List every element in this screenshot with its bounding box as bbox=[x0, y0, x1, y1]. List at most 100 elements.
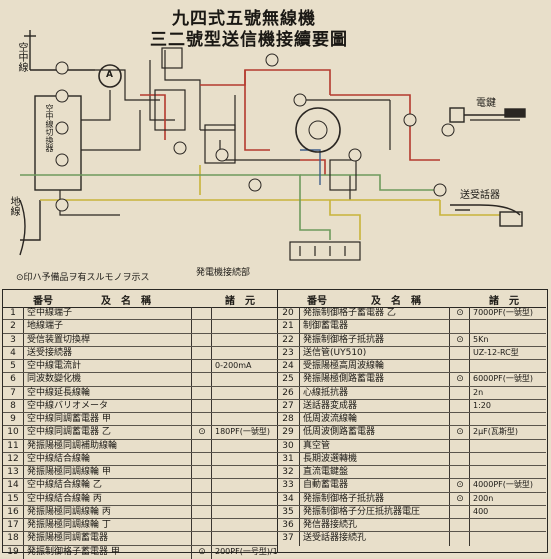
row-spare-mark bbox=[449, 466, 470, 479]
antenna-switch-box bbox=[34, 95, 82, 191]
row-spec: 2n bbox=[469, 386, 547, 399]
row-spec bbox=[469, 532, 547, 546]
row-spec: 6000PF(一號型) bbox=[469, 373, 547, 386]
row-spec: UZ-12-RC型 bbox=[469, 346, 547, 359]
row-name: 空中線結合線輪 丙 bbox=[27, 493, 102, 504]
row-name: 空中線同調蓄電器 甲 bbox=[27, 414, 111, 424]
row-spare-mark: ⊙ bbox=[191, 545, 212, 559]
row-number: 37 bbox=[277, 532, 300, 546]
row-spec bbox=[211, 505, 278, 518]
row-name: 発振制御格子蓄電器 乙 bbox=[303, 308, 396, 318]
row-spare-mark: ⊙ bbox=[449, 307, 470, 320]
row-spec bbox=[469, 360, 547, 373]
row-number: 34 bbox=[277, 492, 300, 505]
spare-parts-legend: ⊙印ハ予備品ヲ有スルモノヲ示ス bbox=[16, 273, 150, 283]
row-spec bbox=[211, 399, 278, 412]
terminal-markers bbox=[55, 53, 455, 212]
row-name: 心線抵抗器 bbox=[303, 387, 349, 398]
row-number: 16 bbox=[3, 505, 24, 518]
row-spare-mark bbox=[449, 519, 470, 532]
key-symbol bbox=[449, 107, 526, 123]
row-spare-mark: ⊙ bbox=[191, 426, 212, 439]
title-line-2: 三二號型送信機接續要圖 bbox=[150, 30, 348, 50]
row-name: 発振陽極同調線輪 丙 bbox=[27, 506, 111, 517]
row-name: 発振陽極同調補助線輪 bbox=[27, 440, 118, 451]
row-number: 13 bbox=[3, 466, 24, 479]
row-name: 真空管 bbox=[303, 440, 331, 451]
row-spec bbox=[211, 307, 278, 320]
row-name: 空中線結合線輪 bbox=[27, 453, 91, 464]
row-name: 発信器接続孔 bbox=[303, 520, 358, 530]
row-number: 7 bbox=[3, 386, 24, 399]
row-number: 27 bbox=[277, 399, 300, 412]
row-spare-mark bbox=[449, 439, 470, 452]
header-number: 番号 bbox=[33, 296, 53, 307]
row-spare-mark bbox=[191, 532, 212, 545]
row-spare-mark bbox=[191, 452, 212, 465]
header-name: 及 名 稱 bbox=[371, 296, 421, 307]
ammeter-label: A bbox=[106, 70, 113, 80]
row-number: 4 bbox=[3, 346, 24, 359]
row-spec bbox=[469, 320, 547, 333]
row-number: 5 bbox=[3, 360, 24, 373]
row-spare-mark bbox=[449, 386, 470, 399]
row-spec bbox=[469, 413, 547, 426]
row-name: 送受接続器 bbox=[27, 347, 73, 358]
row-spare-mark: ⊙ bbox=[449, 426, 470, 439]
row-number: 19 bbox=[3, 545, 24, 559]
row-spec: 4000PF(一號型) bbox=[469, 479, 547, 492]
row-spare-mark bbox=[449, 346, 470, 359]
red-wiring bbox=[140, 69, 440, 175]
row-name: 発振制御格子抵抗器 bbox=[303, 493, 385, 504]
row-spec bbox=[211, 492, 278, 505]
yellow-wiring bbox=[40, 165, 500, 240]
row-number: 14 bbox=[3, 479, 24, 492]
row-spare-mark bbox=[191, 307, 212, 320]
row-number: 25 bbox=[277, 373, 300, 386]
row-number: 3 bbox=[3, 333, 24, 346]
row-spare-mark bbox=[449, 505, 470, 518]
row-spec bbox=[211, 466, 278, 479]
row-number: 1 bbox=[3, 307, 24, 320]
row-spare-mark bbox=[191, 492, 212, 505]
row-number: 11 bbox=[3, 439, 24, 452]
switch-box-label: 空中線切換器 bbox=[45, 104, 54, 152]
row-spare-mark bbox=[191, 333, 212, 346]
header-name: 及 名 稱 bbox=[101, 296, 151, 307]
row-number: 22 bbox=[277, 333, 300, 346]
row-number: 30 bbox=[277, 439, 300, 452]
row-spec bbox=[211, 373, 278, 386]
row-spare-mark bbox=[449, 452, 470, 465]
row-number: 36 bbox=[277, 519, 300, 532]
row-number: 8 bbox=[3, 399, 24, 412]
row-spec bbox=[211, 320, 278, 333]
header-number: 番号 bbox=[307, 296, 327, 307]
row-name: 発振陽極同調線輪 甲 bbox=[27, 467, 111, 477]
row-spare-mark bbox=[191, 466, 212, 479]
key-label: 電鍵 bbox=[476, 98, 496, 109]
row-number: 24 bbox=[277, 360, 300, 373]
